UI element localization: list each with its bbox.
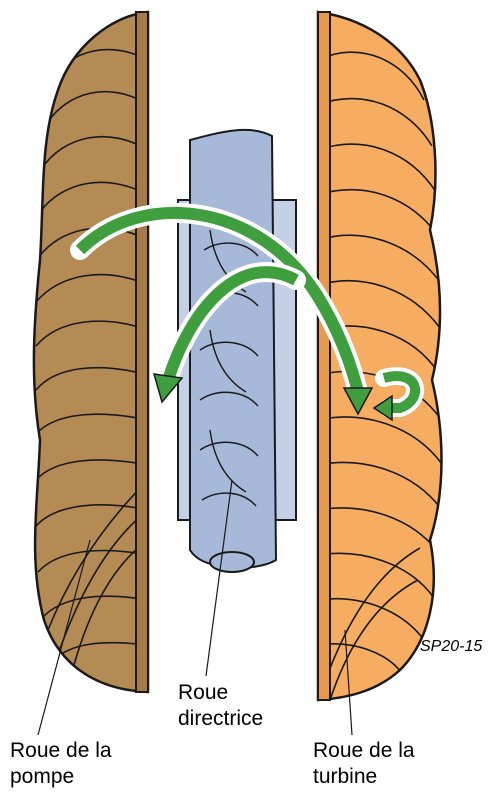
pump-wheel-label: Roue de la pompe [10, 738, 112, 790]
turbine-wheel-label: Roue de la turbine [313, 738, 415, 790]
turbine-wheel-rim [318, 12, 330, 700]
pump-wheel-rim [136, 12, 148, 692]
pump-wheel [34, 12, 148, 692]
pump-wheel-body [34, 12, 148, 692]
figure-code: SP20-15 [420, 638, 482, 656]
stator-shaft-end [210, 552, 254, 572]
stator-wheel-label: Roue directrice [178, 680, 263, 732]
stator-wheel [178, 130, 296, 572]
